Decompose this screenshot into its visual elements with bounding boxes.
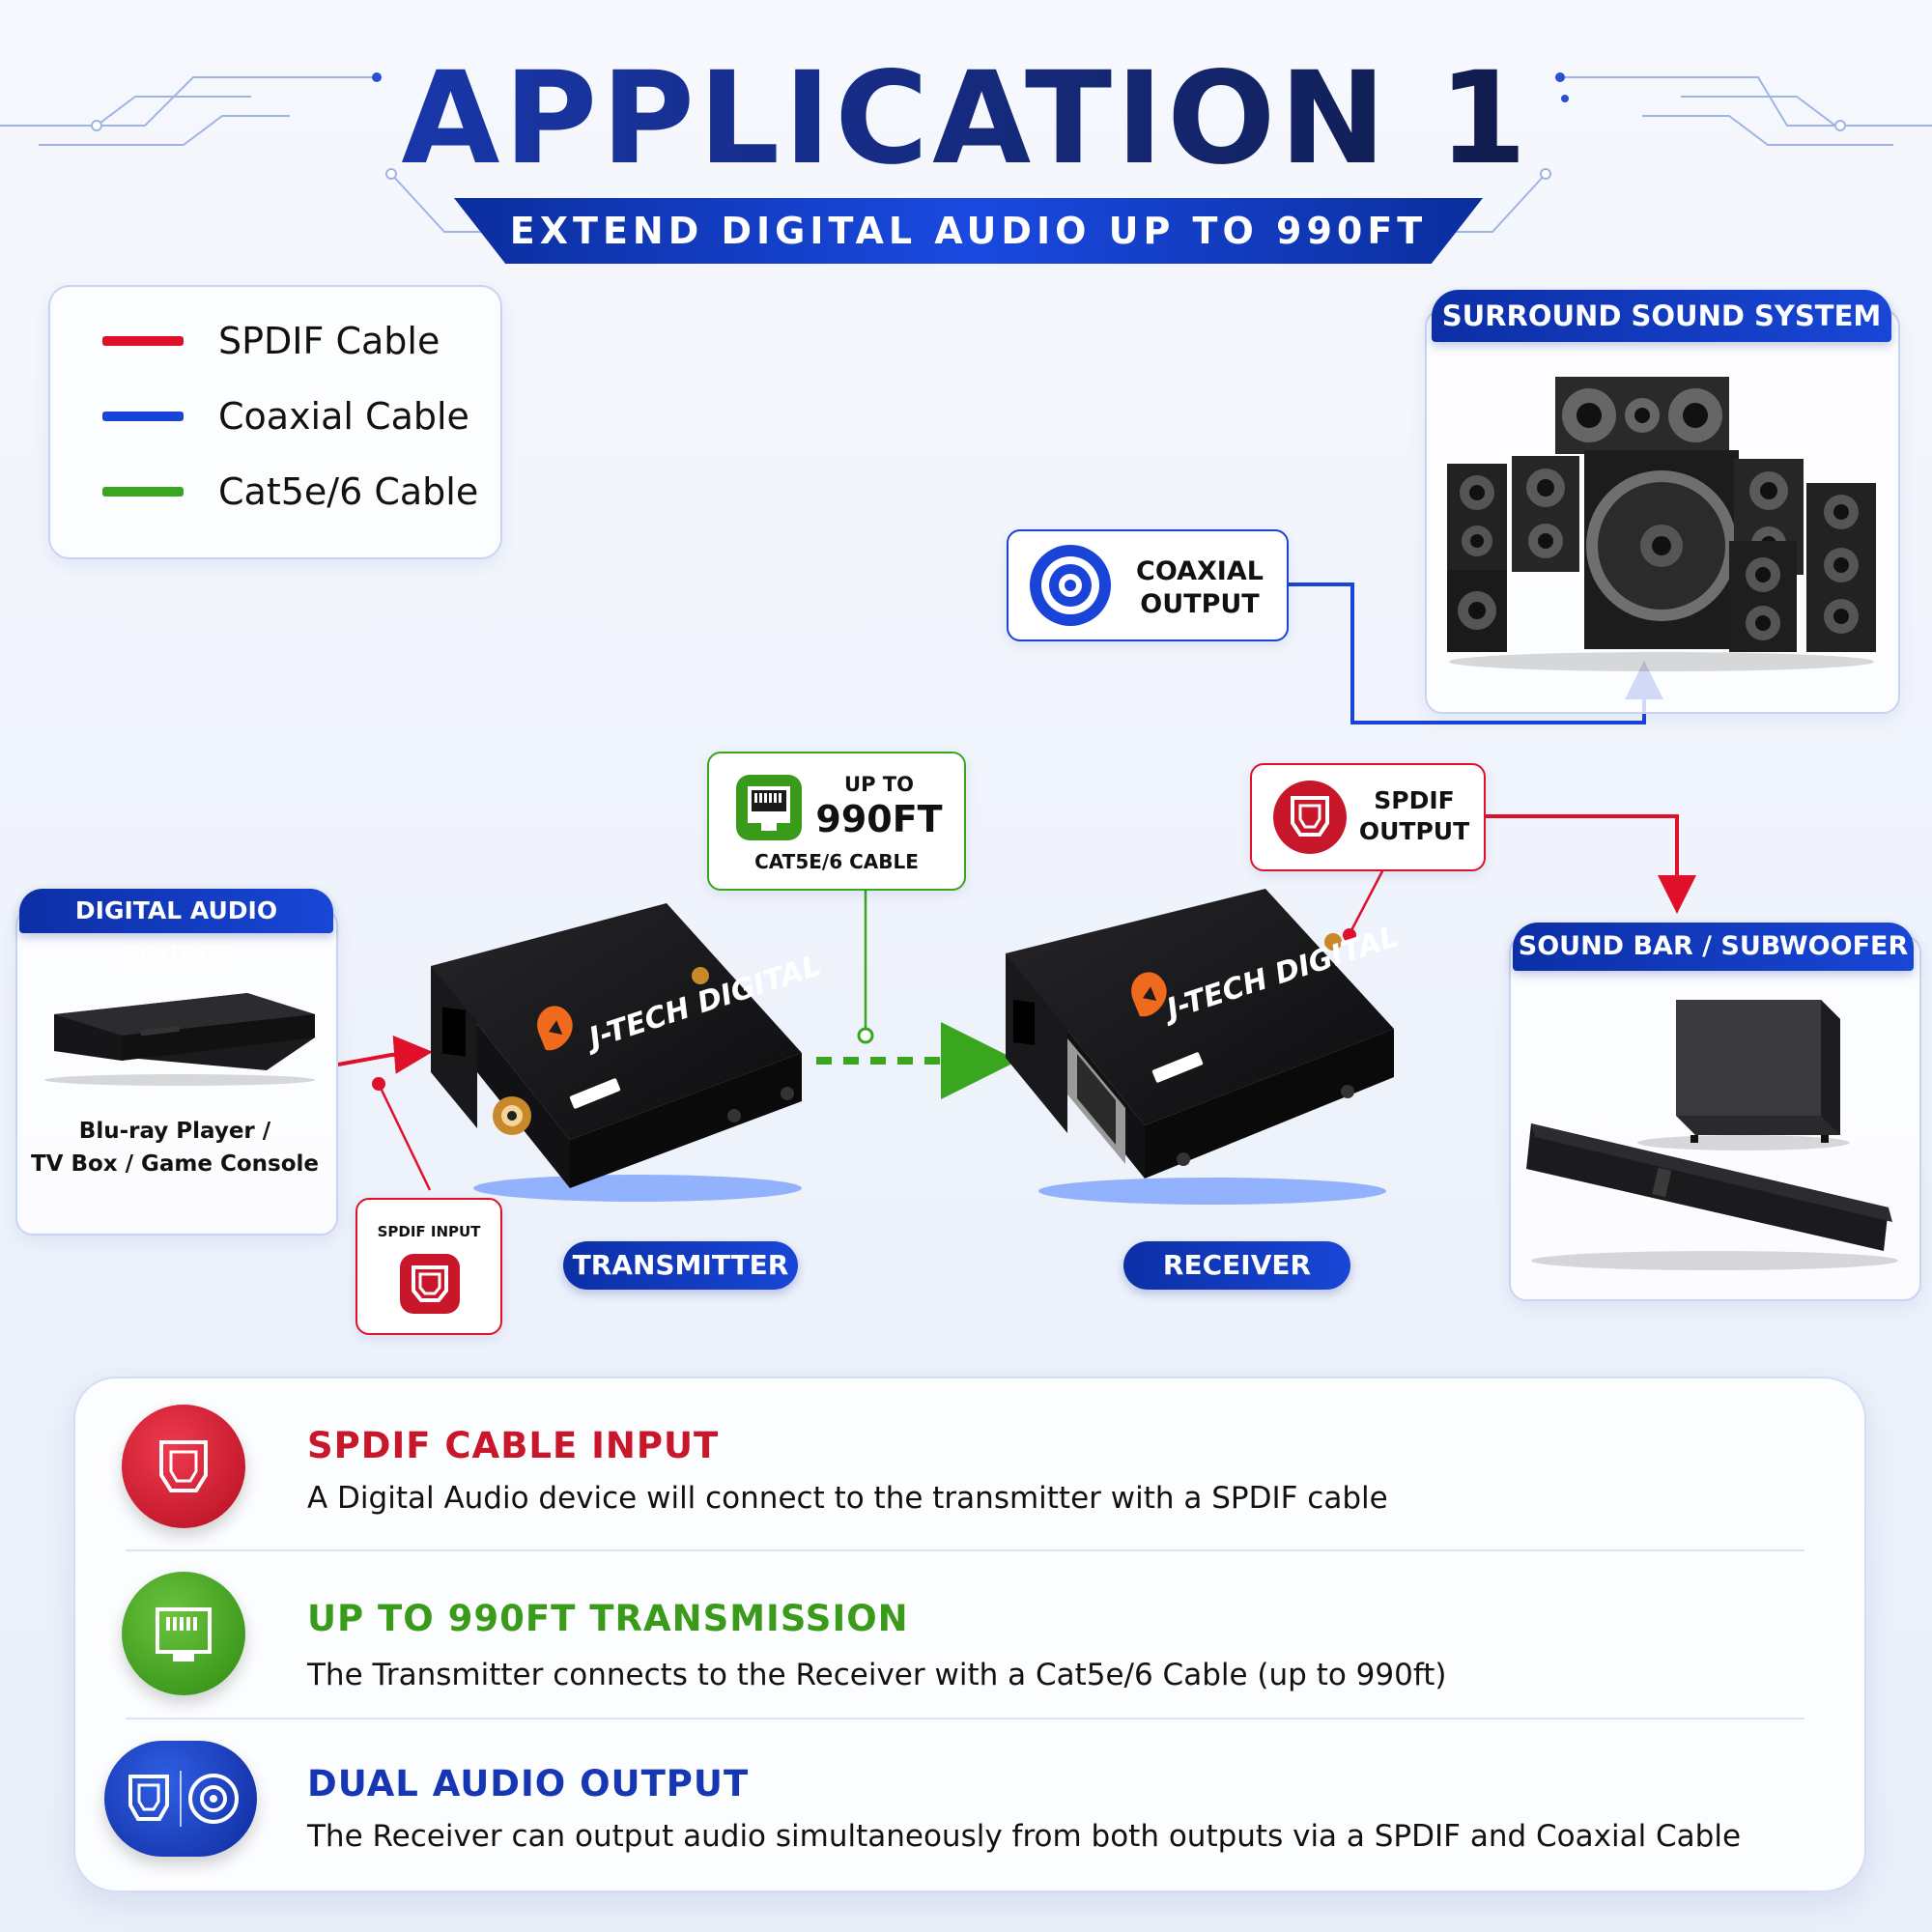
transmitter-pill: TRANSMITTER: [563, 1241, 798, 1290]
receiver-body: [1006, 889, 1394, 1205]
coaxial-output-line2: OUTPUT: [1140, 589, 1260, 619]
coaxial-output-line1: COAXIAL: [1136, 556, 1264, 586]
subtitle-banner: EXTEND DIGITAL AUDIO UP TO 990FT: [454, 198, 1483, 264]
feature-title-spdif: SPDIF CABLE INPUT: [307, 1425, 720, 1466]
cable-length-callout: UP TO 990FT CAT5E/6 CABLE: [707, 752, 966, 891]
legend-label: Coaxial Cable: [218, 395, 469, 438]
feature-desc-dual-output: The Receiver can output audio simultaneo…: [307, 1819, 1742, 1854]
feature-title-transmission: UP TO 990FT TRANSMISSION: [307, 1598, 909, 1639]
page-title: APPLICATION 1: [0, 46, 1932, 191]
cable-line1: UP TO: [844, 773, 914, 796]
spdif-input-callout: SPDIF INPUT: [355, 1198, 502, 1335]
feature-desc-spdif: A Digital Audio device will connect to t…: [307, 1481, 1388, 1516]
blu-ray-player-image: [44, 993, 315, 1086]
soundbar-pill: SOUND BAR / SUBWOOFER: [1513, 923, 1914, 971]
surround-speakers-image: [1447, 377, 1876, 671]
legend-swatch-coaxial: [102, 412, 184, 421]
features-panel: SPDIF CABLE INPUT A Digital Audio device…: [73, 1377, 1866, 1892]
surround-pill: SURROUND SOUND SYSTEM: [1432, 290, 1891, 342]
spdif-output-line1: SPDIF: [1374, 786, 1455, 814]
feature-icon-spdif: [122, 1405, 245, 1528]
spdif-port-icon: [1273, 781, 1347, 854]
source-panel: [15, 908, 338, 1236]
feature-icon-transmission: [122, 1572, 245, 1695]
ethernet-port-icon: [736, 775, 802, 840]
legend-item-coaxial: Coaxial Cable: [102, 395, 469, 438]
cable-line3: CAT5E/6 CABLE: [754, 850, 919, 873]
source-caption-line2: TV Box / Game Console: [30, 1151, 320, 1177]
soundbar-subwoofer-image: [1526, 1000, 1898, 1270]
spdif-port-icon: [400, 1254, 460, 1314]
transmitter-body: [431, 903, 802, 1202]
legend-label: SPDIF Cable: [218, 320, 440, 362]
spdif-output-line: [1480, 814, 1696, 914]
feature-divider: [126, 1549, 1804, 1551]
ethernet-port-icon: [156, 1607, 212, 1662]
source-caption-line1: Blu-ray Player /: [78, 1119, 271, 1144]
coaxial-output-callout: COAXIAL OUTPUT: [1007, 529, 1289, 641]
legend-swatch-spdif: [102, 336, 184, 346]
feature-icon-dual-output: [104, 1741, 257, 1857]
cable-line2: 990FT: [815, 798, 943, 840]
spdif-output-callout: SPDIF OUTPUT: [1250, 763, 1486, 871]
subtitle-text: EXTEND DIGITAL AUDIO UP TO 990FT: [509, 210, 1428, 252]
legend-item-spdif: SPDIF Cable: [102, 320, 440, 362]
header-circuit-decoration: [0, 72, 1932, 233]
spdif-input-line: [337, 1035, 433, 1074]
legend-swatch-cat: [102, 487, 184, 497]
coaxial-port-icon: [1030, 545, 1111, 626]
receiver-pill: RECEIVER: [1123, 1241, 1350, 1290]
feature-desc-transmission: The Transmitter connects to the Receiver…: [307, 1658, 1447, 1692]
cable-legend: SPDIF Cable Coaxial Cable Cat5e/6 Cable: [48, 285, 502, 559]
spdif-output-line2: OUTPUT: [1358, 817, 1470, 845]
transmitter-device: J-TECH DIGITAL: [425, 898, 825, 1208]
legend-label: Cat5e/6 Cable: [218, 470, 479, 513]
feature-divider: [126, 1718, 1804, 1719]
spdif-input-label: SPDIF INPUT: [377, 1223, 481, 1240]
spdif-coax-icon: [128, 1771, 239, 1827]
source-pill: DIGITAL AUDIO SOURCE: [19, 889, 333, 969]
legend-item-cat: Cat5e/6 Cable: [102, 470, 479, 513]
feature-title-dual-output: DUAL AUDIO OUTPUT: [307, 1763, 750, 1804]
spdif-port-icon: [159, 1440, 208, 1492]
receiver-device: J-TECH DIGITAL: [1000, 884, 1403, 1212]
